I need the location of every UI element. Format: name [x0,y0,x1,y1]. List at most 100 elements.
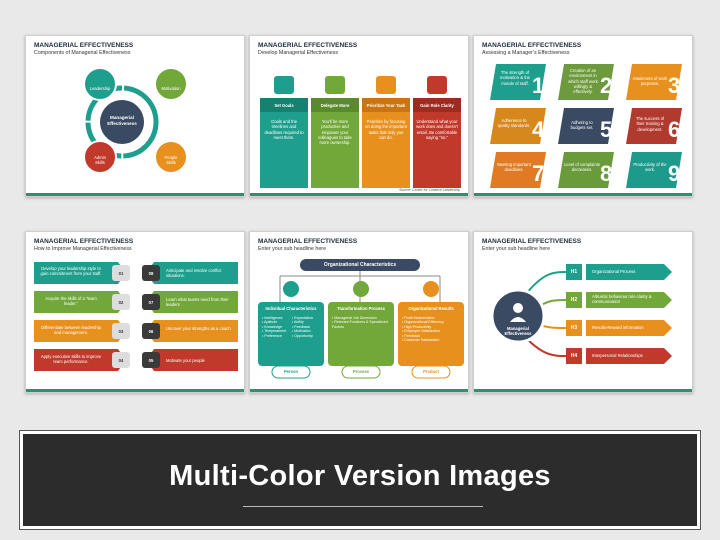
hypothesis-diagram [490,264,672,364]
col-head-1: Set Goals [274,103,294,108]
banner-title: Multi-Color Version Images [169,460,551,492]
card-num-1: 1 [532,73,545,98]
num-03: 03 [118,329,124,334]
bottom-process: Process [352,369,370,374]
col-body-2: You'll be more productive and empower yo… [318,119,352,145]
col-head-2: Delegate More [320,103,350,108]
improve-arrows [34,262,238,371]
card-num-5: 5 [600,117,613,142]
item-motivation: Motivation [161,86,181,91]
footer-line [26,193,244,196]
slide-subtitle: Enter your sub headline here [482,246,551,252]
num-06: 06 [148,329,154,334]
col-body-1: Goals and the timelines and deadlines re… [264,119,304,140]
footer-line [26,389,244,392]
card-text-3: Attainment of work purposes. [632,76,668,87]
label-h3: H3 [570,325,578,331]
col-head-4: Gain Role Clarity [420,103,454,108]
num-04: 04 [118,358,124,363]
footer-line [474,389,692,392]
section-banner: Multi-Color Version Images [19,430,701,530]
row-text-1: Organizational Process [592,269,636,274]
row-text-3: Results-Reward information [592,325,644,330]
box3-list: • Profit Maximization• Organizational Ef… [402,316,444,343]
box-head-3: Organizational Results [408,306,454,311]
card-num-7: 7 [532,161,545,186]
box1-list-a: • Intelligence• Aptitude• Knowledge• Tem… [262,316,287,338]
assessment-cards [490,64,682,188]
slide-subtitle: Components of Managerial Effectiveness [34,50,131,56]
card-text-8: Level of complaints decreases. [564,162,600,173]
slide-thumbnail-2[interactable]: MANAGERIAL EFFECTIVENESS Develop Manager… [249,35,469,197]
num-01: 01 [118,271,124,276]
improve-right-3: Uncover your strengths as a coach [166,326,231,331]
card-num-2: 2 [600,73,613,98]
card-text-4: Adherence to quality standards. [497,118,531,129]
slide-thumbnail-4[interactable]: MANAGERIAL EFFECTIVENESS How to Improve … [25,231,245,393]
bottom-product: Product [423,369,439,374]
item-leadership: Leadership [89,86,111,91]
card-num-3: 3 [668,73,681,98]
card-num-6: 6 [668,117,681,142]
col-head-3: Prioritize Your Task [366,103,406,108]
slide-title: MANAGERIAL EFFECTIVENESS [34,238,134,245]
source-note: Source: Center for Creative Leadership [399,188,460,192]
banner-divider [243,506,483,507]
card-text-6: The success of their training & developm… [635,116,665,132]
label-h1: H1 [570,269,578,275]
slide-subtitle: How to Improve Managerial Effectiveness [34,246,132,252]
improve-left-3: Differentiate between leadership and man… [41,325,101,336]
slide-title: MANAGERIAL EFFECTIVENESS [258,238,358,245]
slide-thumbnail-6[interactable]: MANAGERIAL EFFECTIVENESS Enter your sub … [473,231,693,393]
improve-right-2: Learn what teams need from their leaders [166,297,229,308]
improve-right-4: Motivate your people [166,358,205,363]
org-characteristics: Organizational Characteristics [323,262,397,268]
slide-subtitle: Develop Managerial Effectiveness [258,50,338,56]
slide-thumbnail-5[interactable]: MANAGERIAL EFFECTIVENESS Enter your sub … [249,231,469,393]
bottom-person: Person [283,369,299,374]
card-text-5: Adhering to budgets set. [570,120,594,131]
num-02: 02 [118,300,124,305]
label-h4: H4 [570,353,578,359]
card-text-7: Meeting important deadlines. [497,162,531,173]
num-05: 05 [148,358,154,363]
slide-title: MANAGERIAL EFFECTIVENESS [482,238,582,245]
box-head-1: Individual Characteristics [265,306,317,311]
card-text-2: Creation of an environment in which staf… [568,68,598,94]
footer-line [250,193,468,196]
slide-thumbnail-3[interactable]: MANAGERIAL EFFECTIVENESS Assessing a Man… [473,35,693,197]
improve-left-1: Develop your leadership style to gain co… [40,266,102,277]
box2-list: • Managerial Job Dimension• Relevant Fun… [332,316,388,329]
row-text-2: Altruistic behaviour role clarity & comm… [592,294,652,305]
process-diagram [258,259,464,379]
card-text-1: The strength of motivation & the morale … [499,70,531,86]
slide-title: MANAGERIAL EFFECTIVENESS [34,42,134,49]
columns-graphic [260,76,461,188]
item-admin-skills: Admin Skills [94,155,106,166]
components-diagram [83,67,188,174]
slide-thumbnail-1[interactable]: MANAGERIAL EFFECTIVENESS Components of M… [25,35,245,197]
center-label: Managerial Effectiveness [107,115,137,126]
label-h2: H2 [570,297,578,303]
center-label: Managerial Effectiveness [504,326,532,337]
col-body-4: Understand what your work does and doesn… [416,119,458,140]
improve-left-2: Acquire the skills of a "team leader." [45,296,97,307]
num-08: 08 [148,271,154,276]
slide-title: MANAGERIAL EFFECTIVENESS [482,42,582,49]
improve-left-4: Apply executive skills to improve team p… [40,354,102,365]
row-text-4: Interpersonal Relationships [592,353,643,358]
footer-line [474,193,692,196]
slide-title: MANAGERIAL EFFECTIVENESS [258,42,358,49]
card-num-9: 9 [668,161,681,186]
col-body-3: Prioritize by focusing on doing the impo… [365,119,407,140]
slide-subtitle: Assessing a Manager's Effectiveness [482,50,570,56]
box1-list-b: • Expectation• Ability• Feedback• Motiva… [292,316,314,338]
slide-subtitle: Enter your sub headline here [258,246,327,252]
improve-right-1: Anticipate and resolve conflict situatio… [166,268,222,279]
card-num-4: 4 [532,117,545,142]
num-07: 07 [148,300,154,305]
box-head-2: Transformation Process [337,306,385,311]
card-num-8: 8 [600,161,613,186]
item-people-skills: People Skills [164,155,178,166]
card-text-9: Productivity of the work. [633,162,667,173]
